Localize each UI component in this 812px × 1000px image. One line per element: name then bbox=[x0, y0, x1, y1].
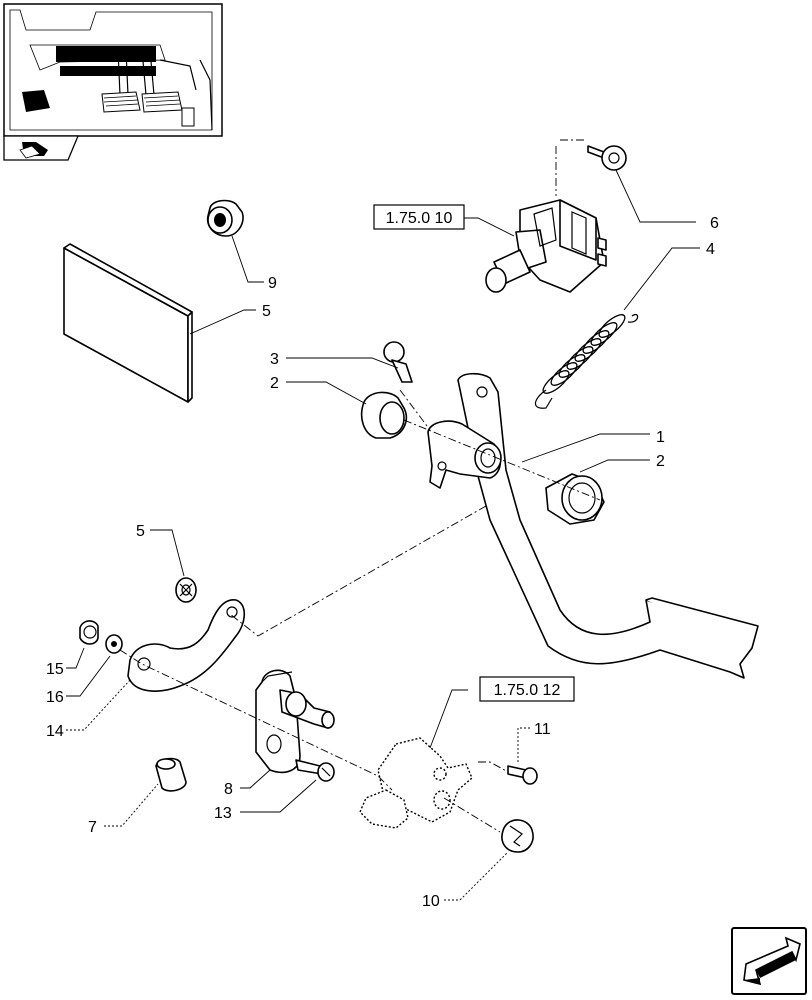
part-6-bolt bbox=[587, 145, 627, 171]
callout-2-right: 2 bbox=[656, 453, 665, 470]
callout-10: 10 bbox=[422, 893, 440, 910]
callout-11: 11 bbox=[534, 721, 551, 738]
callout-7: 7 bbox=[88, 819, 97, 836]
callout-8: 8 bbox=[224, 781, 233, 798]
brake-switch bbox=[485, 199, 607, 293]
callout-5-pad: 5 bbox=[262, 303, 271, 320]
callout-3: 3 bbox=[270, 351, 279, 368]
part-8-bracket bbox=[255, 669, 335, 774]
part-5-clip bbox=[175, 577, 197, 603]
part-13-screw bbox=[295, 759, 335, 782]
callout-13: 13 bbox=[214, 805, 232, 822]
callout-14: 14 bbox=[46, 723, 64, 740]
part-4-spring bbox=[534, 314, 639, 409]
callout-2-left: 2 bbox=[270, 375, 279, 392]
callout-1: 1 bbox=[656, 429, 665, 446]
tractor-arrow-icon[interactable] bbox=[3, 135, 79, 161]
reference-box-bracket[interactable]: 1.75.0 12 bbox=[479, 676, 575, 702]
part-11-screw bbox=[507, 765, 538, 785]
callout-labels: 1 2 2 3 4 5 5 6 7 8 9 10 11 13 14 15 16 bbox=[46, 215, 719, 910]
switch-reference-label: 1.75.0 10 bbox=[386, 210, 453, 227]
callout-16: 16 bbox=[46, 689, 64, 706]
part-14-link-arm bbox=[127, 599, 246, 692]
part-5-pedal-pad bbox=[63, 243, 193, 403]
bracket-assembly-ref bbox=[359, 737, 473, 829]
arrow-next-icon[interactable] bbox=[731, 927, 807, 995]
part-10-circlip bbox=[501, 819, 534, 853]
part-3-bolt bbox=[383, 341, 413, 383]
part-2-bushing-right bbox=[545, 473, 605, 525]
overview-thumbnail[interactable] bbox=[3, 3, 223, 137]
part-7-sleeve bbox=[155, 757, 187, 792]
part-15-nut bbox=[79, 620, 99, 645]
callout-15: 15 bbox=[46, 661, 64, 678]
part-16-washer bbox=[105, 634, 123, 654]
part-9-bushing bbox=[206, 199, 244, 237]
callout-9: 9 bbox=[268, 275, 277, 292]
callout-4: 4 bbox=[706, 241, 715, 258]
part-2-bushing-left bbox=[360, 391, 408, 439]
assembly-lines bbox=[119, 139, 601, 833]
leader-lines bbox=[66, 169, 700, 901]
reference-box-switch[interactable]: 1.75.0 10 bbox=[373, 204, 465, 230]
callout-6: 6 bbox=[710, 215, 719, 232]
callout-5-clip: 5 bbox=[136, 523, 145, 540]
bracket-reference-label: 1.75.0 12 bbox=[494, 682, 561, 699]
part-1-pedal-lever bbox=[427, 372, 759, 679]
